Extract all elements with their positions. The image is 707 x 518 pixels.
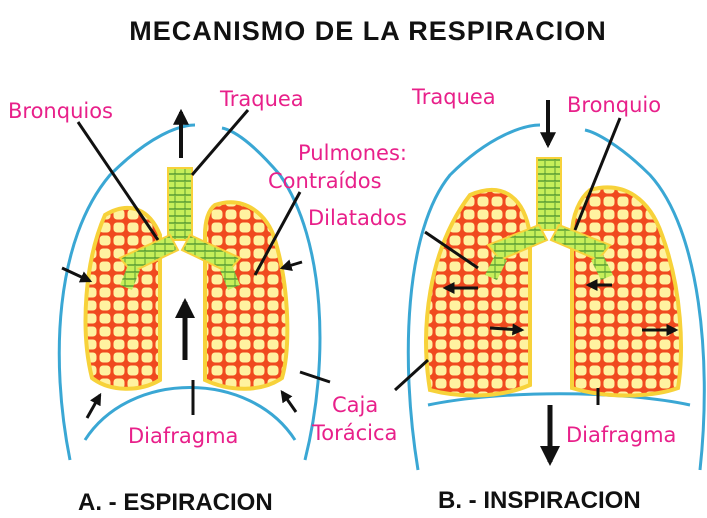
trachea-b bbox=[537, 158, 561, 230]
label-diafragma-a: Diafragma bbox=[128, 424, 238, 448]
caption-inspiracion: B. - INSPIRACION bbox=[438, 487, 641, 514]
label-dilatados: Dilatados bbox=[308, 206, 407, 230]
label-traquea-b: Traquea bbox=[411, 85, 496, 109]
arrow-lung-in-b bbox=[490, 328, 522, 330]
label-contraidos: Contraídos bbox=[268, 169, 382, 193]
label-caja: Caja bbox=[332, 393, 378, 417]
arrow-ribs-in-right-a bbox=[282, 262, 302, 268]
panel-espiracion: Bronquios Traquea Diafragma A. - ESPIRAC… bbox=[8, 87, 320, 516]
label-bronquio: Bronquio bbox=[567, 93, 661, 117]
label-diafragma-b: Diafragma bbox=[566, 423, 676, 447]
caption-espiracion: A. - ESPIRACION bbox=[78, 489, 273, 516]
page-title: MECANISMO DE LA RESPIRACION bbox=[129, 16, 607, 46]
trachea-a bbox=[168, 168, 192, 240]
leader-caja-b bbox=[395, 360, 428, 390]
leader-traquea-a bbox=[192, 110, 248, 175]
leader-caja-a bbox=[300, 372, 330, 382]
arrow-ribs-down-left-a bbox=[87, 395, 100, 418]
right-lung-a bbox=[205, 202, 287, 388]
arrow-ribs-down-right-a bbox=[282, 392, 296, 412]
label-bronquios: Bronquios bbox=[8, 99, 113, 123]
label-pulmones: Pulmones: bbox=[298, 141, 407, 165]
left-lung-a bbox=[86, 208, 160, 389]
label-toracica: Torácica bbox=[311, 421, 397, 445]
right-lung-b bbox=[572, 187, 681, 395]
label-traquea-a: Traquea bbox=[219, 87, 304, 111]
left-lung-b bbox=[426, 190, 530, 396]
